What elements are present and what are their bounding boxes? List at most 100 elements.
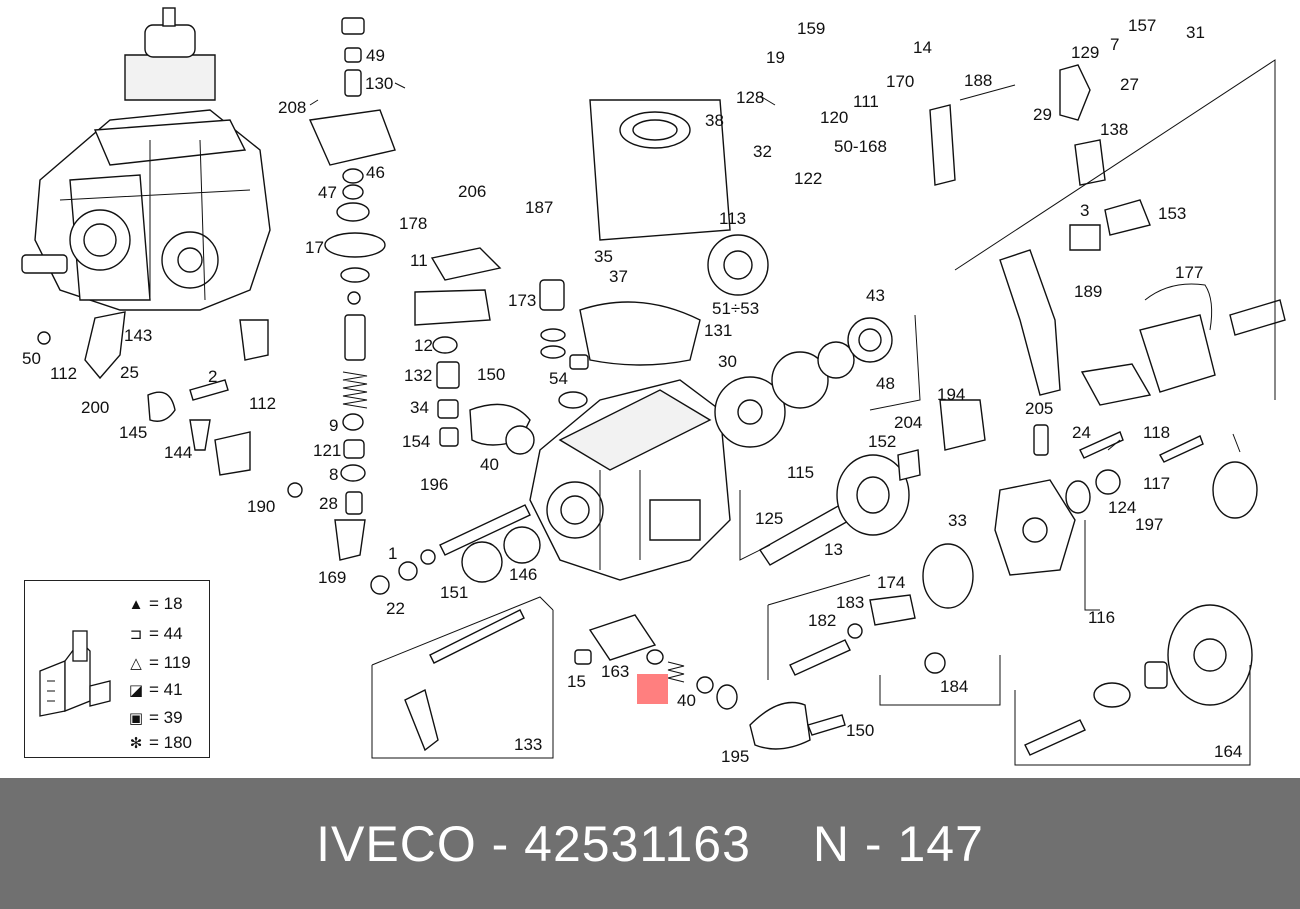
part-number-text: IVECO - 42531163: [316, 815, 751, 872]
legend-box: ▲ = 18 ⊐ = 44 △ = 119 ◪ = 41 ▣ = 39 ✻ = …: [24, 580, 210, 758]
part-label: 194: [937, 385, 965, 404]
part-label: 22: [386, 599, 405, 618]
part-label: 48: [876, 374, 895, 393]
legend-symbol: ⊐: [129, 626, 143, 643]
part-label: 169: [318, 568, 346, 587]
legend-value: = 41: [149, 680, 183, 699]
part-label: 15: [567, 672, 586, 691]
part-label: 163: [601, 662, 629, 681]
part-label: 37: [609, 267, 628, 286]
part-label: 197: [1135, 515, 1163, 534]
legend-value: = 180: [149, 733, 193, 752]
part-label: 189: [1074, 282, 1102, 301]
part-label: 50-168: [834, 137, 887, 156]
part-label: 112: [249, 394, 276, 413]
part-label: 46: [366, 163, 385, 182]
part-label: 131: [704, 321, 732, 340]
part-label: 33: [948, 511, 967, 530]
footer-caption: IVECO - 42531163 N - 147: [0, 778, 1300, 909]
part-label: 51÷53: [712, 299, 759, 318]
part-label: 128: [736, 88, 764, 107]
part-label: 24: [1072, 423, 1091, 442]
legend-value: = 18: [149, 594, 183, 613]
pump-assembly-drawing: [21, 7, 271, 311]
part-label: 150: [477, 365, 505, 384]
part-labels: 159 157 31 14 19 7 129 130 49 208 128 11…: [22, 16, 1242, 766]
part-label: 205: [1025, 399, 1053, 418]
part-label: 115: [787, 463, 814, 482]
legend-row: ✻ = 180: [123, 732, 207, 754]
part-label: 178: [399, 214, 427, 233]
part-label: 170: [886, 72, 914, 91]
part-label: 40: [480, 455, 499, 474]
part-label: 43: [866, 286, 885, 305]
legend-symbol: ◪: [128, 682, 144, 699]
part-label: 120: [820, 108, 848, 127]
part-label: 132: [404, 366, 432, 385]
legend-symbol: ✻: [129, 735, 143, 752]
part-label: 28: [319, 494, 338, 513]
legend-pump-icon: [39, 630, 111, 717]
part-label: 116: [1088, 608, 1115, 627]
part-label: 184: [940, 677, 968, 696]
part-label: 8: [329, 465, 338, 484]
part-label: 113: [719, 209, 746, 228]
legend-symbol: ▲: [128, 595, 144, 613]
part-label: 190: [247, 497, 275, 516]
part-label: 124: [1108, 498, 1136, 517]
part-label: 17: [305, 238, 324, 257]
part-label: 27: [1120, 75, 1139, 94]
part-label: 19: [766, 48, 785, 67]
part-label: 14: [913, 38, 932, 57]
parts-glyphs: [37, 17, 1286, 756]
footer-bar: IVECO - 42531163 N - 147: [0, 778, 1300, 909]
part-label: 196: [420, 475, 448, 494]
legend-row: ⊐ = 44: [123, 623, 207, 645]
part-label: 47: [318, 183, 337, 202]
part-label: 157: [1128, 16, 1156, 35]
part-label: 25: [120, 363, 139, 382]
exploded-parts-diagram: 159 157 31 14 19 7 129 130 49 208 128 11…: [21, 7, 1286, 766]
part-label: 111: [853, 92, 879, 111]
part-label: 138: [1100, 120, 1128, 139]
part-label: 173: [508, 291, 536, 310]
part-label: 7: [1110, 35, 1119, 54]
part-label: 151: [440, 583, 468, 602]
part-label: 118: [1143, 423, 1170, 442]
part-label: 164: [1214, 742, 1242, 761]
legend-symbol: △: [130, 655, 142, 672]
part-label: 117: [1143, 474, 1170, 493]
part-label: 204: [894, 413, 922, 432]
part-label: 153: [1158, 204, 1186, 223]
part-label: 112: [50, 364, 77, 383]
part-label: 11: [410, 251, 428, 270]
part-label: 174: [877, 573, 905, 592]
part-label: 143: [124, 326, 152, 345]
part-label: 2: [208, 367, 217, 386]
part-label: 54: [549, 369, 568, 388]
reference-number-text: N - 147: [812, 815, 984, 872]
part-label: 182: [808, 611, 836, 630]
part-label: 129: [1071, 43, 1099, 62]
part-label: 32: [753, 142, 772, 161]
part-label: 195: [721, 747, 749, 766]
part-label: 12: [414, 336, 433, 355]
part-label: 13: [824, 540, 843, 559]
legend-value: = 119: [149, 653, 191, 672]
part-label: 154: [402, 432, 430, 451]
part-label: 200: [81, 398, 109, 417]
legend-value: = 44: [149, 624, 183, 643]
part-label: 206: [458, 182, 486, 201]
part-label: 183: [836, 593, 864, 612]
part-label: 145: [119, 423, 147, 442]
legend-row: △ = 119: [123, 652, 207, 674]
part-label: 130: [365, 74, 393, 93]
pump-housing-drawing: [529, 99, 731, 581]
legend-value: = 39: [149, 708, 183, 727]
leader-lines: [309, 82, 1241, 453]
part-label: 38: [705, 111, 724, 130]
part-label: 187: [525, 198, 553, 217]
part-label: 144: [164, 443, 192, 462]
part-label: 133: [514, 735, 542, 754]
part-label: 122: [794, 169, 822, 188]
